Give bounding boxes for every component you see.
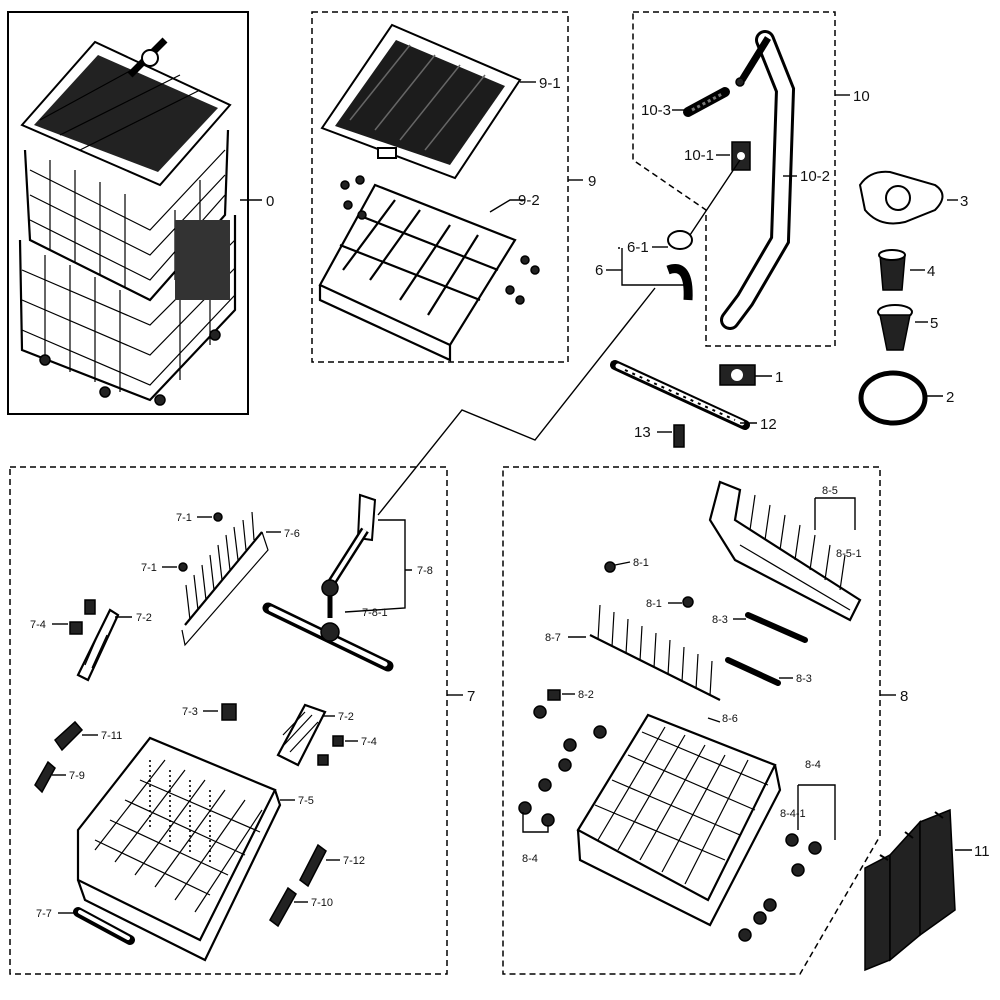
part-7-2-lower-holder-drawing	[276, 703, 327, 767]
label-7-4-a: 7-4	[30, 619, 46, 631]
label-8-3-a: 8-3	[712, 614, 728, 626]
label-8-6: 8-6	[722, 713, 738, 725]
part-9-1-tray-drawing	[320, 23, 522, 180]
part-8-5-tine-rack-drawing	[708, 480, 862, 622]
part-10-2-duct-drawing	[720, 30, 796, 330]
label-7-2-b: 7-2	[338, 711, 354, 723]
part-7-6-tine-row-drawing	[181, 511, 269, 647]
label-9: 9	[588, 173, 596, 190]
group-0-rack-assembly: 0	[7, 11, 274, 415]
label-3: 3	[960, 193, 968, 210]
label-0: 0	[266, 193, 274, 210]
group-10-spray-duct: 10-3 10-1 10-2 10	[632, 11, 870, 347]
part-12-spray-arm-drawing: 12	[610, 360, 777, 433]
label-8-4-b: 8-4	[805, 759, 821, 771]
group-7-upper-rack: 7 7-1 7-1 7-6 7-4 7-2	[9, 466, 475, 975]
part-8-7-tine-row-drawing	[589, 604, 721, 701]
part-2-drawing: 2	[858, 370, 954, 426]
label-6-1: 6-1	[627, 239, 649, 256]
label-8-1-b: 8-1	[646, 598, 662, 610]
group-8-lower-rack: 8 8-5 8-5-1 8-1 8-1 8-3 8-3 8-7	[502, 466, 908, 975]
label-9-2: 9-2	[518, 192, 540, 209]
label-8-4-a: 8-4	[522, 853, 538, 865]
label-11: 11	[974, 843, 990, 860]
label-7-4-b: 7-4	[361, 736, 377, 748]
group-9-cutlery-tray: 9-1 9-2 9	[311, 11, 596, 363]
part-13-drawing: 13	[634, 424, 685, 448]
part-10-3-nozzle-drawing	[683, 87, 730, 117]
part-7-8-mid-spray-arm-drawing	[262, 493, 394, 672]
label-12: 12	[760, 416, 777, 433]
label-10-2: 10-2	[800, 168, 830, 185]
part-7-7-rail-drawing	[73, 907, 135, 945]
label-8-5-1: 8-5-1	[836, 548, 862, 560]
label-8-2: 8-2	[578, 689, 594, 701]
part-7-2-holder-drawing	[76, 608, 120, 682]
label-9-1: 9-1	[539, 75, 561, 92]
label-7-10: 7-10	[311, 897, 333, 909]
label-7-12: 7-12	[343, 855, 365, 867]
part-3-drawing: 3	[858, 170, 968, 225]
label-8-1-a: 8-1	[633, 557, 649, 569]
label-8-3-b: 8-3	[796, 673, 812, 685]
label-7-9: 7-9	[69, 770, 85, 782]
label-7-1-a: 7-1	[176, 512, 192, 524]
label-10-1: 10-1	[684, 147, 714, 164]
label-5: 5	[930, 315, 938, 332]
part-7-5-upper-basket-drawing	[76, 736, 282, 962]
part-9-2-frame-drawing	[318, 175, 540, 362]
group-6-connector: 6-1 6	[377, 159, 741, 516]
label-7-5: 7-5	[298, 795, 314, 807]
part-5-drawing: 5	[877, 304, 938, 351]
label-8-5: 8-5	[822, 485, 838, 497]
label-7-8-1: 7-8-1	[362, 607, 388, 619]
part-11-drawing: 11	[864, 808, 990, 972]
label-6: 6	[595, 262, 603, 279]
label-7-2-a: 7-2	[136, 612, 152, 624]
part-8-6-lower-basket-drawing	[576, 713, 782, 927]
label-1: 1	[775, 369, 783, 386]
label-7-1-b: 7-1	[141, 562, 157, 574]
label-7-8: 7-8	[417, 565, 433, 577]
label-7-11: 7-11	[101, 730, 122, 742]
label-10: 10	[853, 88, 870, 105]
label-7-6: 7-6	[284, 528, 300, 540]
rack-assembly-drawing	[18, 37, 237, 406]
part-8-4-wheels-drawing	[518, 705, 822, 942]
part-4-drawing: 4	[878, 249, 935, 291]
label-10-3: 10-3	[641, 102, 671, 119]
label-8-7: 8-7	[545, 632, 561, 644]
label-8-4-1: 8-4-1	[780, 808, 806, 820]
label-7-7: 7-7	[36, 908, 52, 920]
label-13: 13	[634, 424, 651, 441]
label-7-3: 7-3	[182, 706, 198, 718]
label-2: 2	[946, 389, 954, 406]
part-1-drawing: 1	[719, 364, 783, 386]
part-10-1-clip-drawing	[731, 141, 751, 171]
label-4: 4	[927, 263, 935, 280]
label-7: 7	[467, 688, 475, 705]
label-8: 8	[900, 688, 908, 705]
